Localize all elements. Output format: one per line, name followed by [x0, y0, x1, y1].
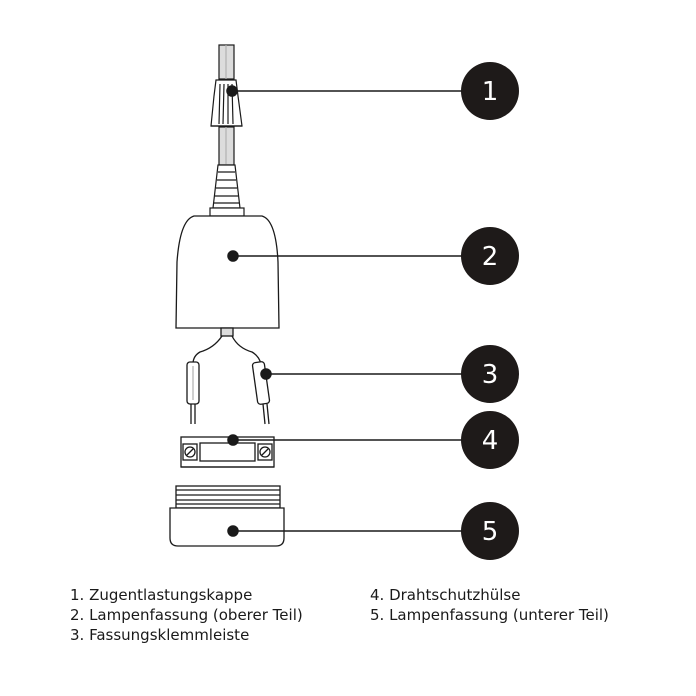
callout-dot-2 — [227, 250, 239, 262]
cap-body — [210, 79, 243, 127]
badge-number: 1 — [482, 77, 499, 107]
lower-housing — [169, 507, 285, 547]
badge-circle — [461, 502, 519, 560]
wire-tip-right — [262, 403, 266, 425]
wire-tip-right — [266, 403, 270, 425]
cap-rib — [218, 83, 221, 125]
badge-circle — [461, 411, 519, 469]
badge-number: 3 — [482, 360, 499, 390]
callout-dot-5 — [227, 525, 239, 537]
part-3-terminal-block — [186, 335, 271, 425]
badge-3: 3 — [461, 345, 519, 403]
badge-circle — [461, 227, 519, 285]
part-1-strain-relief-cap — [209, 44, 245, 217]
badge-5: 5 — [461, 502, 519, 560]
cable-exit — [220, 327, 234, 337]
legend-item-3: 3. Fassungsklemmleiste — [70, 626, 250, 644]
badge-2: 2 — [461, 227, 519, 285]
badge-1: 1 — [461, 62, 519, 120]
terminal-window — [199, 442, 256, 462]
callouts — [226, 85, 466, 537]
legend-item-2: 2. Lampenfassung (oberer Teil) — [70, 606, 303, 624]
legend-right: 4. Drahtschutzhülse 5. Lampenfassung (un… — [370, 585, 609, 625]
legend-left: 1. Zugentlastungskappe 2. Lampenfassung … — [70, 585, 303, 645]
legend-item-1: 1. Zugentlastungskappe — [70, 586, 253, 604]
wire-right — [231, 335, 262, 365]
badge-4: 4 — [461, 411, 519, 469]
badge-number: 5 — [482, 517, 499, 547]
nipple-nut — [209, 207, 245, 217]
wire-left — [192, 335, 223, 365]
callout-dot-3 — [260, 368, 272, 380]
callout-dot-1 — [226, 85, 238, 97]
sleeve-right — [251, 361, 271, 405]
part-4-wire-protection-sleeve — [180, 436, 275, 468]
callout-dot-4 — [227, 434, 239, 446]
part-2-lampholder-upper — [175, 215, 280, 337]
upper-housing — [175, 215, 280, 329]
badge-number: 2 — [482, 242, 499, 272]
legend-item-4: 4. Drahtschutzhülse — [370, 586, 521, 604]
legend-item-5: 5. Lampenfassung (unterer Teil) — [370, 606, 609, 624]
badge-circle — [461, 62, 519, 120]
cap-rib — [222, 83, 225, 125]
screw-slot-right — [261, 448, 269, 456]
outer-thread — [175, 485, 281, 509]
badge-circle — [461, 345, 519, 403]
badge-number: 4 — [482, 426, 499, 456]
part-5-lampholder-lower — [169, 485, 285, 547]
screw-slot-left — [186, 448, 194, 456]
